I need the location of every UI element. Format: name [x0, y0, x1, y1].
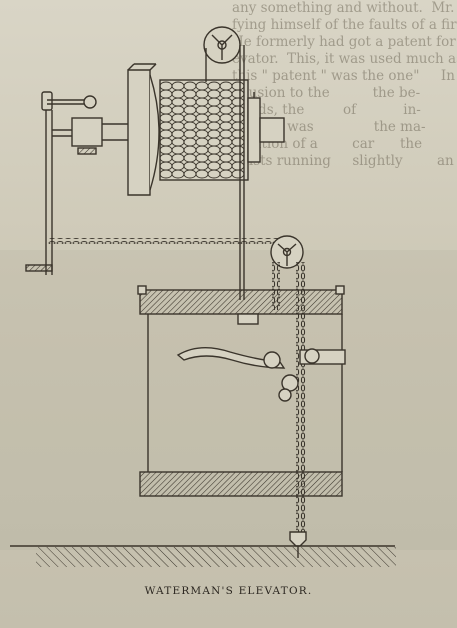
drum-axle [247, 92, 285, 163]
rope-coil [231, 169, 245, 179]
lever-catch [176, 347, 346, 402]
bleed-line: this " patent " was the one" In [232, 68, 455, 84]
winch-assembly [10, 26, 396, 567]
drum-flange-left [127, 63, 160, 196]
bleed-line: fying himself of the faults of a fireman… [232, 17, 457, 33]
rope-coils [159, 81, 245, 179]
vertical-chain [296, 262, 306, 537]
crank-handle [41, 91, 97, 111]
frame-post [25, 110, 72, 275]
figure-caption: WATERMAN'S ELEVATOR. [144, 585, 313, 597]
bleed-through-text: any something and without. Mr. Sargent f… [232, 0, 457, 215]
ground-hatching [36, 547, 396, 567]
bleed-line: any something and without. Mr. Sargent [232, 0, 455, 16]
gear-bracket [71, 117, 128, 155]
short-chain [272, 262, 280, 310]
elevator-cage [137, 285, 345, 497]
lower-pulley [270, 235, 304, 269]
top-pulley [203, 26, 241, 64]
horizontal-chain [48, 238, 284, 244]
